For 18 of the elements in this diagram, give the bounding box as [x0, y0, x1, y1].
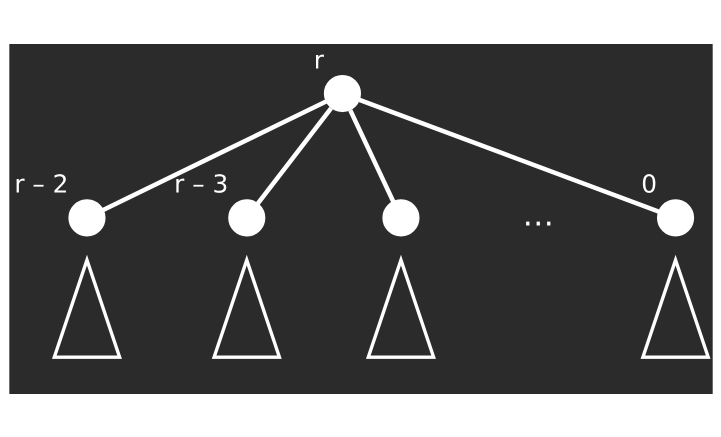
- connector: [358, 97, 659, 214]
- node-triangle: [640, 254, 710, 358]
- node-label: r – 3: [174, 169, 228, 198]
- node-label: r – 2: [14, 169, 68, 198]
- label: …: [522, 197, 554, 234]
- node-circle: [382, 198, 420, 236]
- node-label: 0: [640, 169, 656, 198]
- node-label: r: [313, 44, 324, 74]
- node-triangle: [51, 254, 122, 358]
- connector: [348, 108, 395, 202]
- node-circle: [68, 198, 106, 236]
- connector: [102, 98, 327, 212]
- connector: [256, 106, 332, 204]
- node-triangle: [211, 254, 282, 358]
- node-circle: [228, 198, 265, 236]
- node-circle: [656, 198, 694, 236]
- node-triangle: [365, 254, 436, 358]
- node-circle: [323, 74, 360, 112]
